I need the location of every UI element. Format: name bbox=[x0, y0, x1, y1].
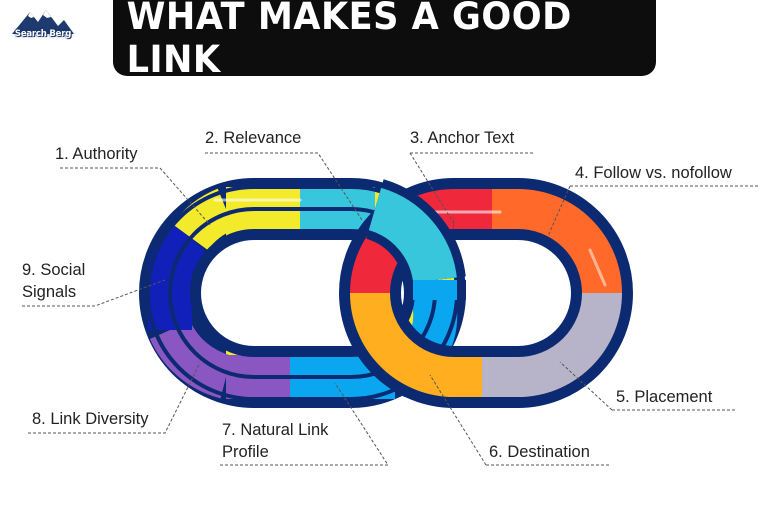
label-anchor-text: 3. Anchor Text bbox=[410, 129, 515, 147]
segment-placement bbox=[482, 292, 624, 399]
label-authority: 1. Authority bbox=[55, 145, 138, 163]
label-destination: 6. Destination bbox=[489, 443, 590, 461]
brand-logo: Search Berg bbox=[8, 6, 78, 46]
segment-destination bbox=[348, 292, 482, 399]
right-chain-link bbox=[339, 178, 633, 408]
label-follow-nofollow: 4. Follow vs. nofollow bbox=[575, 164, 732, 182]
page-title: WHAT MAKES A GOOD LINK bbox=[126, 0, 572, 81]
segment-follow-nofollow bbox=[492, 187, 624, 294]
label-natural-link-profile: 7. Natural Link Profile bbox=[222, 421, 329, 461]
label-link-diversity: 8. Link Diversity bbox=[32, 410, 149, 428]
label-relevance: 2. Relevance bbox=[205, 129, 302, 147]
title-banner: WHAT MAKES A GOOD LINK bbox=[113, 0, 656, 81]
label-placement: 5. Placement bbox=[616, 388, 713, 406]
label-social-signals: 9. Social Signals bbox=[22, 261, 86, 301]
logo-text: Search Berg bbox=[14, 29, 72, 39]
mountain-icon bbox=[12, 10, 74, 34]
leader-lines bbox=[22, 152, 760, 466]
